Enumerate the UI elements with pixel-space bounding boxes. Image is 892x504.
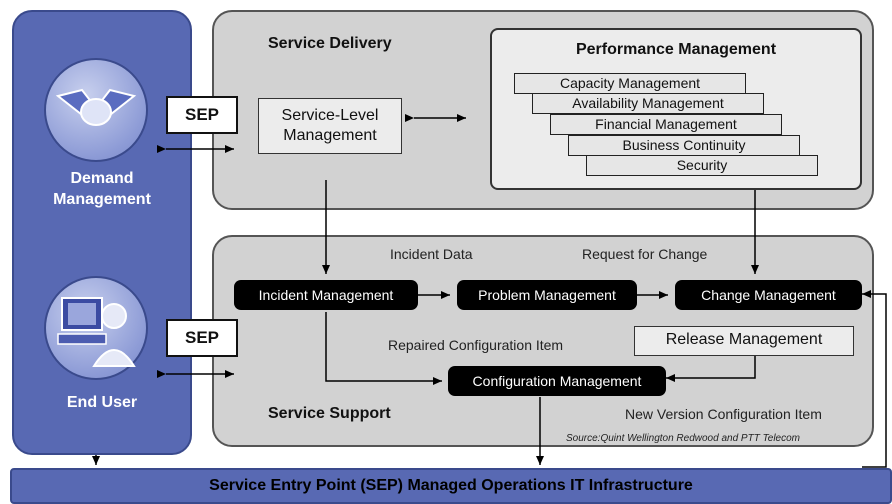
service-level-management-box: Service-Level Management [258,98,402,154]
user-computer-icon [57,297,136,367]
repaired-configuration-item-label: Repaired Configuration Item [388,337,564,353]
incident-management-box: Incident Management [234,280,418,310]
availability-management-box: Availability Management [532,93,764,114]
release-management-box: Release Management [634,326,854,356]
enduser-circle [44,276,148,380]
financial-management-box: Financial Management [550,114,782,135]
request-for-change-label: Request for Change [582,246,708,262]
business-continuity-box: Business Continuity [568,135,800,156]
demand-label-line1: Demand [70,170,134,187]
infrastructure-bar: Service Entry Point (SEP) Managed Operat… [10,468,892,504]
slm-line1: Service-Level [281,107,379,124]
security-box: Security [586,155,818,176]
service-support-title: Service Support [268,405,391,422]
performance-management-title: Performance Management [575,41,777,58]
handshake-icon [55,88,137,126]
sep-demand-box: SEP [166,96,238,134]
source-credit: Source:Quint Wellington Redwood and PTT … [566,433,801,444]
problem-management-box: Problem Management [457,280,637,310]
new-version-configuration-item-label: New Version Configuration Item [625,406,822,422]
incident-data-label: Incident Data [390,246,473,262]
change-management-box: Change Management [675,280,862,310]
demand-circle [44,58,148,162]
enduser-label: End User [66,394,138,411]
configuration-management-box: Configuration Management [448,366,666,396]
demand-management-label: Demand Management [12,168,192,210]
service-delivery-title: Service Delivery [268,35,392,52]
capacity-management-box: Capacity Management [514,73,746,94]
sep-enduser-box: SEP [166,319,238,357]
slm-line2: Management [283,127,377,144]
demand-label-line2: Management [53,191,151,208]
